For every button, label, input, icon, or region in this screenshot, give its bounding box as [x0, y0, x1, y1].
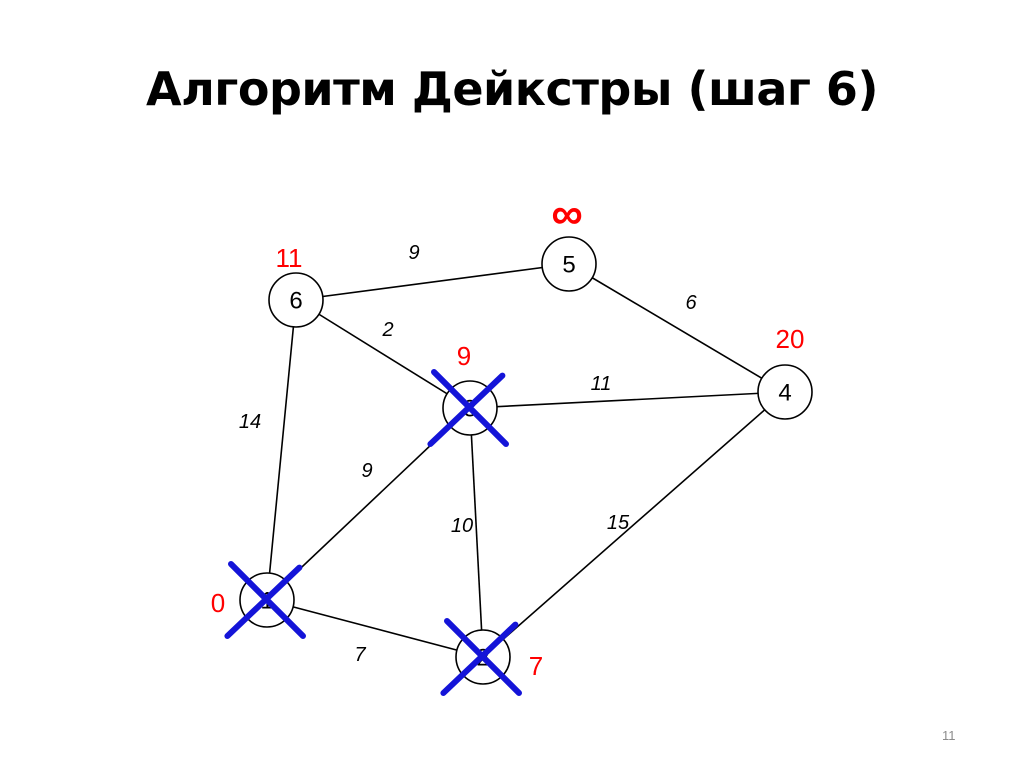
- slide-title: Алгоритм Дейкстры (шаг 6): [146, 62, 878, 116]
- node-6: [268, 272, 324, 328]
- node-label: 4: [778, 380, 791, 407]
- edge-5-4: [568, 263, 786, 393]
- node-4: [757, 364, 813, 420]
- node-label: 5: [562, 252, 575, 279]
- edge-weight-label: 7: [354, 644, 366, 666]
- edge-weight-label: 14: [239, 411, 261, 433]
- distance-label: 11: [276, 243, 303, 273]
- page-number: 11: [942, 728, 956, 743]
- edge-6-5: [295, 263, 570, 301]
- edge-weights-layer: 9 6 2 11 14 9 10 15 7: [239, 242, 698, 666]
- visited-cross-icon: [427, 372, 506, 447]
- edge-weight-label: 2: [381, 319, 393, 341]
- edge-2-4: [482, 391, 786, 658]
- distance-labels-layer: 0 7 9 20 ∞ 11: [211, 190, 805, 682]
- edge-6-3: [295, 299, 471, 409]
- distance-label: 20: [776, 324, 805, 354]
- edge-1-2: [266, 599, 484, 658]
- edge-3-2: [469, 407, 484, 658]
- distance-label: 0: [211, 588, 225, 618]
- edge-weight-label: 6: [685, 292, 697, 314]
- edge-weight-label: 9: [408, 242, 419, 264]
- edge-weight-label: 11: [591, 373, 612, 395]
- visited-cross-icon: [440, 621, 519, 696]
- edge-weight-label: 15: [607, 512, 630, 534]
- distance-label: 9: [457, 341, 471, 371]
- edges-layer: [266, 263, 786, 658]
- nodes-layer: 123456: [239, 236, 813, 685]
- node-5: [541, 236, 597, 292]
- visited-cross-icon: [224, 564, 303, 639]
- edge-3-4: [469, 391, 786, 409]
- edge-6-1: [266, 299, 297, 601]
- edge-weight-label: 10: [451, 515, 473, 537]
- infinity-distance-label: ∞: [551, 190, 582, 239]
- node-label: 6: [289, 288, 302, 315]
- visited-marks-layer: [224, 369, 522, 696]
- distance-label: 7: [529, 651, 543, 681]
- edge-weight-label: 9: [361, 460, 372, 482]
